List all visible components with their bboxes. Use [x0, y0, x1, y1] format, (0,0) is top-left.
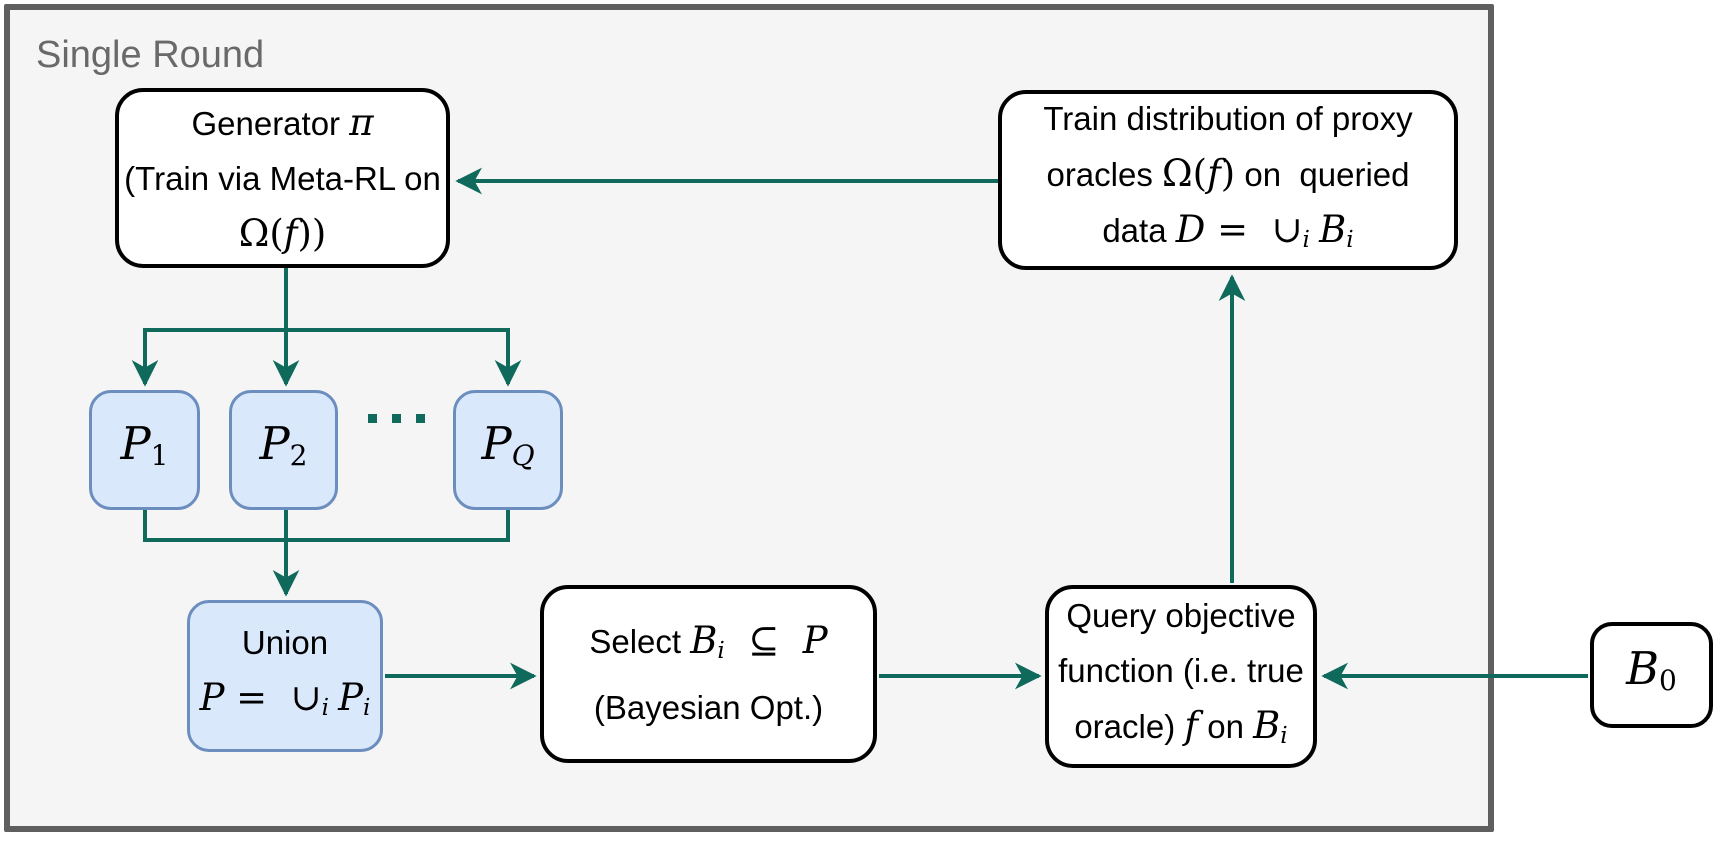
ellipsis-dot: [392, 414, 401, 423]
node-text-line: (Train via Meta-RL on: [124, 159, 441, 197]
node-pq: PQ: [453, 390, 563, 510]
node-text-line: Select Bi ⊆ P: [589, 619, 828, 665]
node-text-line: (Bayesian Opt.): [593, 688, 824, 726]
ellipsis-dot: [368, 414, 377, 423]
ellipsis-dot: [416, 414, 425, 423]
node-train-proxy-oracles: Train distribution of proxy oracles Ω(f)…: [998, 90, 1458, 270]
node-text-line: Ω(f)): [238, 211, 327, 255]
node-text-line: P2: [259, 416, 308, 473]
single-round-label: Single Round: [36, 34, 265, 76]
node-text-line: oracles Ω(f) on queried: [1046, 152, 1410, 196]
node-text-line: Train distribution of proxy: [1043, 100, 1413, 138]
ellipsis-icon: [368, 414, 425, 423]
node-text-line: PQ: [481, 416, 535, 473]
node-text-line: function (i.e. true: [1058, 652, 1304, 690]
node-text-line: oracle) f on Bi: [1074, 704, 1288, 750]
node-text-line: Union: [241, 624, 329, 662]
node-text-line: P1: [120, 416, 169, 473]
node-text-line: P = ∪i Pi: [199, 676, 371, 722]
node-p2: P2: [229, 390, 338, 510]
node-p1: P1: [89, 390, 200, 510]
node-query-oracle: Query objective function (i.e. true orac…: [1045, 585, 1317, 768]
node-text-line: data D = ∪i Bi: [1102, 208, 1354, 254]
node-union: Union P = ∪i Pi: [187, 600, 383, 752]
node-text-line: Query objective: [1066, 597, 1296, 635]
node-select-batch: Select Bi ⊆ P (Bayesian Opt.): [540, 585, 877, 763]
node-text-line: Generator π: [191, 100, 374, 144]
node-text-line: B0: [1626, 641, 1677, 698]
node-b0: B0: [1590, 622, 1713, 728]
node-generator: Generator π (Train via Meta-RL on Ω(f)): [115, 88, 450, 268]
